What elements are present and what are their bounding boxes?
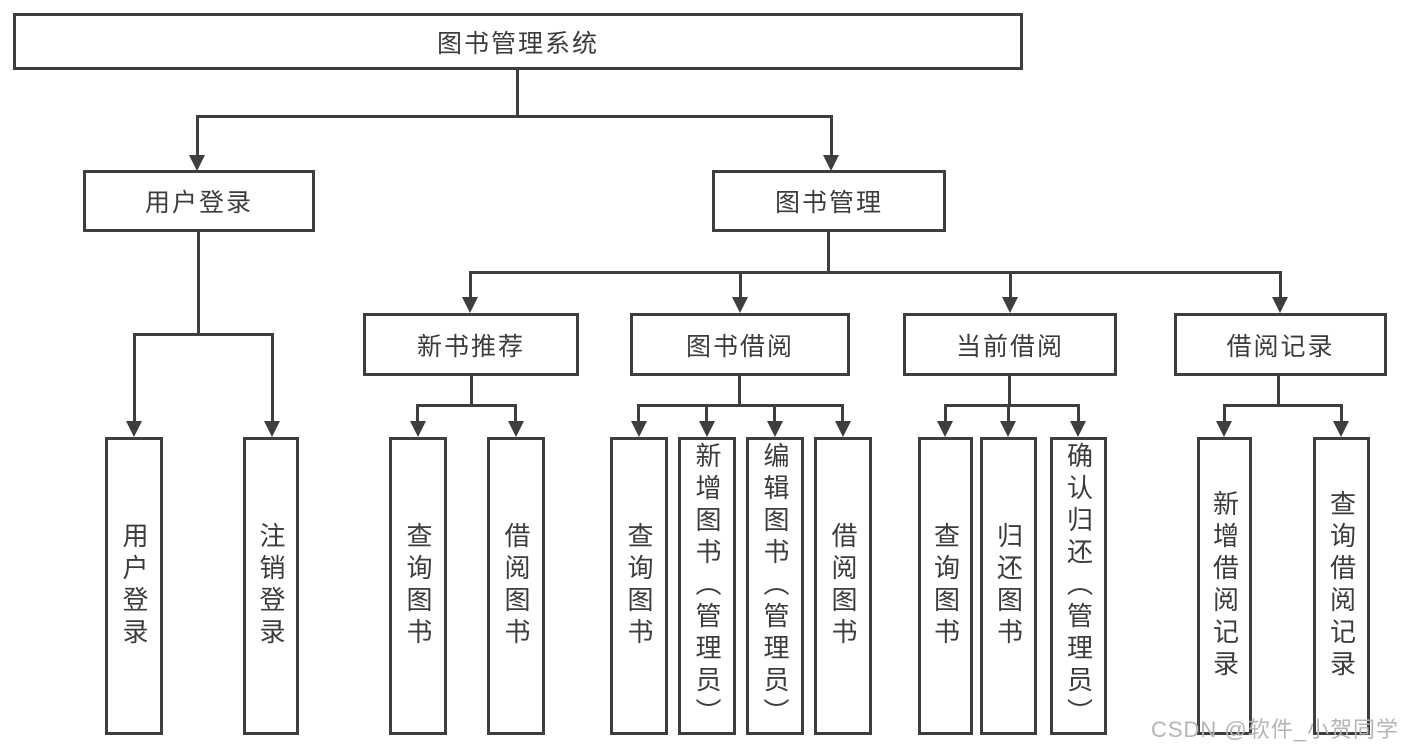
arrow-down-icon: [1070, 421, 1086, 437]
arrow-down-icon: [462, 297, 478, 313]
arrow-down-icon: [1333, 421, 1349, 437]
connector-line: [738, 376, 741, 407]
connector-line: [827, 232, 830, 274]
connector-line: [514, 404, 517, 423]
node-label: 借阅图书: [828, 522, 858, 650]
node-label: 图书借阅: [685, 332, 794, 361]
arrow-down-icon: [189, 155, 205, 171]
connector-line: [739, 271, 742, 299]
connector-line: [1077, 404, 1080, 423]
connector-line: [271, 333, 274, 421]
node-query-books-recommend: 查询图书: [389, 437, 447, 735]
connector-line: [773, 404, 776, 423]
arrow-down-icon: [508, 421, 524, 437]
node-label: 借阅图书: [501, 522, 531, 650]
node-return-books: 归还图书: [980, 437, 1037, 735]
connector-line: [133, 333, 274, 336]
node-borrow-records: 借阅记录: [1174, 313, 1387, 376]
connector-line: [830, 115, 833, 157]
node-label: 查询图书: [930, 522, 961, 650]
arrow-down-icon: [410, 421, 426, 437]
connector-line: [1277, 376, 1280, 407]
node-label: 图书管理系统: [436, 29, 599, 58]
connector-line: [1279, 271, 1282, 299]
node-logout: 注销登录: [243, 437, 299, 735]
connector-line: [469, 271, 472, 299]
node-label: 注销登录: [256, 522, 286, 650]
node-label: 查询图书: [403, 522, 433, 650]
arrow-down-icon: [823, 155, 839, 171]
node-new-book-recommend: 新书推荐: [363, 313, 579, 376]
node-label: 新书推荐: [416, 332, 525, 361]
arrow-down-icon: [732, 297, 748, 313]
connector-line: [196, 115, 833, 118]
node-label: 用户登录: [119, 522, 149, 650]
arrow-down-icon: [1000, 421, 1016, 437]
connector-line: [196, 115, 199, 157]
connector-line: [133, 333, 136, 421]
connector-line: [944, 404, 1080, 407]
connector-line: [944, 404, 947, 423]
node-book-management: 图书管理: [712, 170, 946, 232]
node-edit-books-admin: 编辑图书（管理员）: [746, 437, 804, 735]
connector-line: [1340, 404, 1343, 423]
node-library-management-system: 图书管理系统: [13, 13, 1023, 70]
node-label: 图书管理: [774, 189, 883, 217]
connector-line: [516, 70, 519, 117]
node-label: 用户登录: [144, 189, 253, 217]
node-confirm-return-admin: 确认归还（管理员）: [1050, 437, 1107, 735]
arrow-down-icon: [1002, 297, 1018, 313]
arrow-down-icon: [1272, 297, 1288, 313]
node-query-books: 查询图书: [610, 437, 668, 735]
node-borrow-books: 借阅图书: [814, 437, 872, 735]
connector-line: [416, 404, 517, 407]
connector-line: [1008, 376, 1011, 407]
node-borrow-books-recommend: 借阅图书: [487, 437, 545, 735]
node-label: 确认归还（管理员）: [1063, 442, 1094, 730]
connector-line: [1223, 404, 1226, 423]
connector-line: [470, 376, 473, 407]
connector-line: [197, 232, 200, 336]
node-label: 归还图书: [993, 522, 1024, 650]
node-add-books-admin: 新增图书（管理员）: [678, 437, 736, 735]
arrow-down-icon: [767, 421, 783, 437]
node-label: 借阅记录: [1226, 332, 1335, 361]
connector-line: [1009, 271, 1012, 299]
node-query-books-current: 查询图书: [918, 437, 973, 735]
node-current-borrow: 当前借阅: [903, 313, 1117, 376]
node-label: 编辑图书（管理员）: [760, 442, 790, 730]
node-book-borrow: 图书借阅: [630, 313, 850, 376]
arrow-down-icon: [1216, 421, 1232, 437]
connector-line: [637, 404, 640, 423]
node-user-login: 用户登录: [83, 170, 315, 232]
connector-line: [1007, 404, 1010, 423]
node-label: 新增图书（管理员）: [692, 442, 722, 730]
arrow-down-icon: [699, 421, 715, 437]
arrow-down-icon: [631, 421, 647, 437]
node-user-login-leaf: 用户登录: [105, 437, 163, 735]
connector-line: [469, 271, 1282, 274]
node-label: 当前借阅: [955, 332, 1064, 361]
connector-line: [705, 404, 708, 423]
connector-line: [1223, 404, 1343, 407]
node-label: 新增借阅记录: [1209, 490, 1240, 682]
arrow-down-icon: [937, 421, 953, 437]
arrow-down-icon: [835, 421, 851, 437]
node-label: 查询借阅记录: [1326, 490, 1357, 682]
arrow-down-icon: [264, 421, 280, 437]
node-add-borrow-record: 新增借阅记录: [1197, 437, 1252, 735]
connector-line: [841, 404, 844, 423]
csdn-watermark: CSDN @软件_小贺同学: [1150, 717, 1399, 742]
node-label: 查询图书: [624, 522, 654, 650]
arrow-down-icon: [126, 421, 142, 437]
connector-line: [416, 404, 419, 423]
node-query-borrow-record: 查询借阅记录: [1313, 437, 1370, 735]
connector-line: [637, 404, 844, 407]
